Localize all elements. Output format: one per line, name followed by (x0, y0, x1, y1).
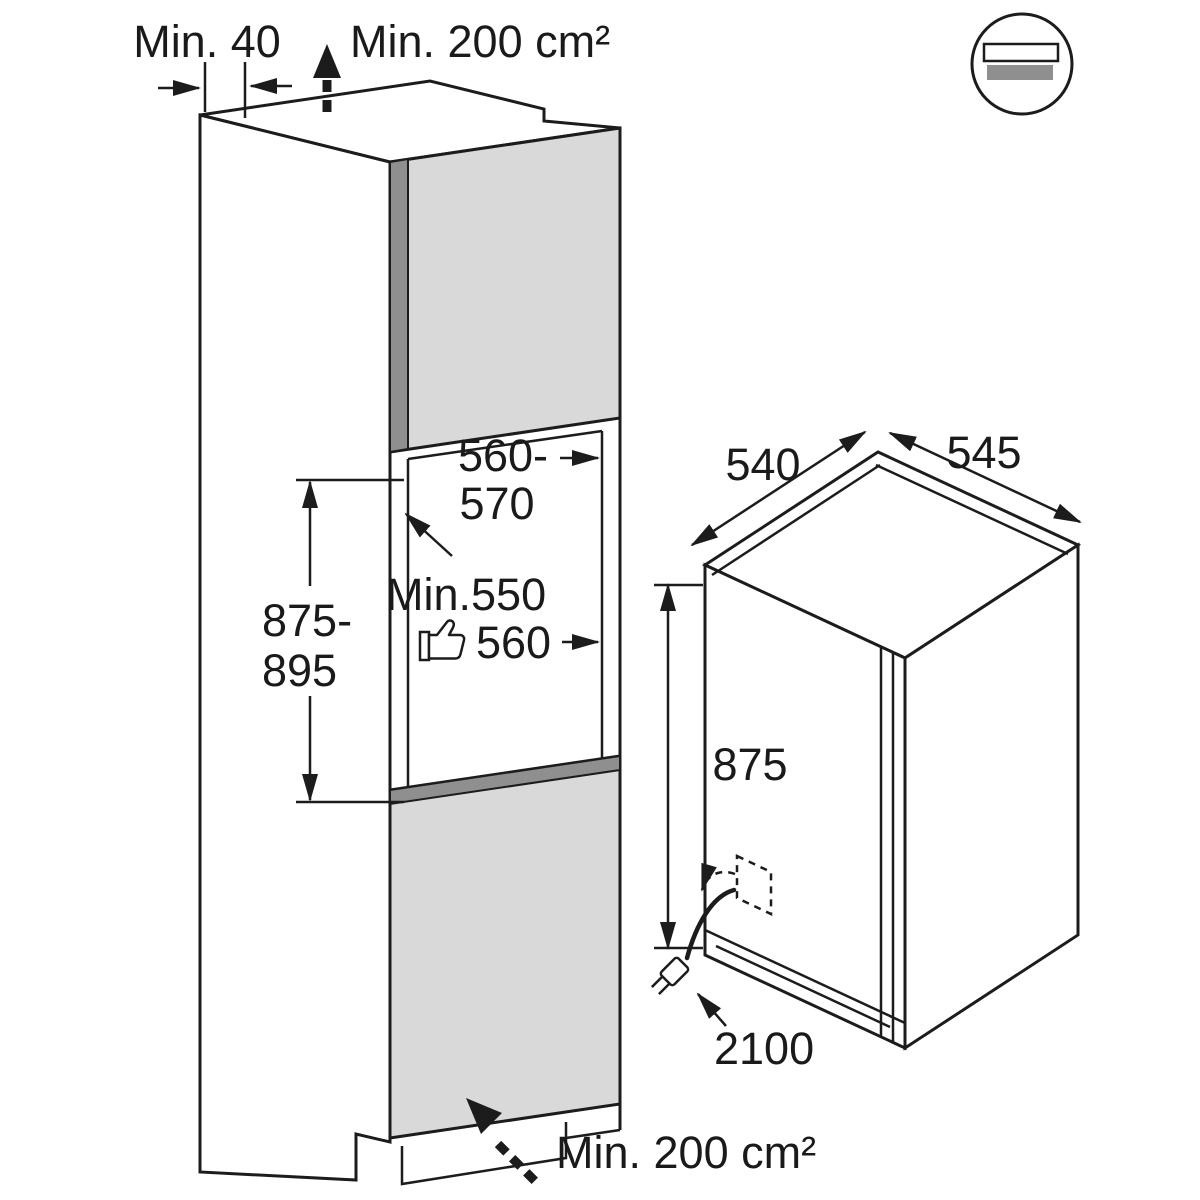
thumbs-up-hand (427, 619, 466, 660)
plug-prong (650, 975, 664, 988)
cord-length-label: 2100 (714, 1023, 814, 1074)
niche-width-dimension: 560- 570 (404, 430, 600, 557)
arrow-up-left-icon (466, 1098, 502, 1134)
plinth-recess-outline (400, 1122, 568, 1186)
dimension-arrow (690, 430, 867, 547)
rear-clearance-label: Min. 40 (133, 16, 281, 67)
plug-body (659, 956, 690, 987)
niche-depth-dimension: Min.550 560 (386, 569, 600, 668)
niche-height-label-1: 875- (262, 595, 352, 646)
niche-width-label-2: 570 (459, 478, 534, 529)
plinth-recess (400, 1122, 621, 1186)
lower-door-panel (388, 754, 622, 1140)
icon-worktop (982, 42, 1060, 63)
appliance-depth-dimension: 545 (888, 427, 1082, 524)
niche-top-edge (407, 429, 603, 461)
appliance-depth-label: 545 (946, 427, 1021, 478)
niche-depth-recommended-label: 560 (476, 617, 551, 668)
plug-icon (650, 956, 690, 996)
lower-door-edge (389, 754, 621, 806)
upper-door-panel (388, 126, 622, 454)
icon-circle (970, 12, 1074, 116)
niche-width-label-1: 560- (458, 430, 548, 481)
built-under-icon (970, 12, 1074, 116)
bottom-vent: Min. 200 cm² (466, 1098, 816, 1186)
rear-clearance-dimension: Min. 40 (133, 16, 292, 118)
dimension-arrow (888, 431, 1082, 524)
niche-depth-min-label: Min.550 (386, 569, 546, 620)
bottom-vent-label: Min. 200 cm² (556, 1127, 816, 1178)
thumbs-up-icon (418, 619, 466, 662)
plinth-front-edge (565, 1128, 621, 1140)
top-vent: Min. 200 cm² (313, 16, 610, 112)
plug-prong (658, 982, 671, 996)
top-vent-label: Min. 200 cm² (350, 16, 610, 67)
niche-height-label-2: 895 (262, 645, 337, 696)
arrow-up-left-stem (494, 1140, 540, 1186)
arrow-up-icon (313, 44, 341, 78)
thumbs-up-cuff (418, 630, 431, 662)
icon-appliance-bar (987, 65, 1053, 80)
appliance-width-dimension: 540 (690, 430, 867, 547)
connection-leader-arrow (700, 862, 736, 892)
appliance-height-dimension: 875 (654, 583, 788, 950)
mains-connection-box (735, 854, 773, 916)
leader-arrow (404, 512, 453, 557)
door-bottom-edge (704, 928, 906, 1025)
niche-height-dimension: 875- 895 (262, 478, 404, 804)
plinth-line (715, 944, 891, 1029)
appliance-height-label: 875 (712, 739, 787, 790)
tall-cabinet (198, 79, 622, 1186)
leader-arrow (696, 992, 727, 1027)
upper-door-edge (389, 157, 409, 454)
cord-length-dimension: 2100 (696, 992, 814, 1074)
appliance-side-face (903, 542, 1080, 1051)
